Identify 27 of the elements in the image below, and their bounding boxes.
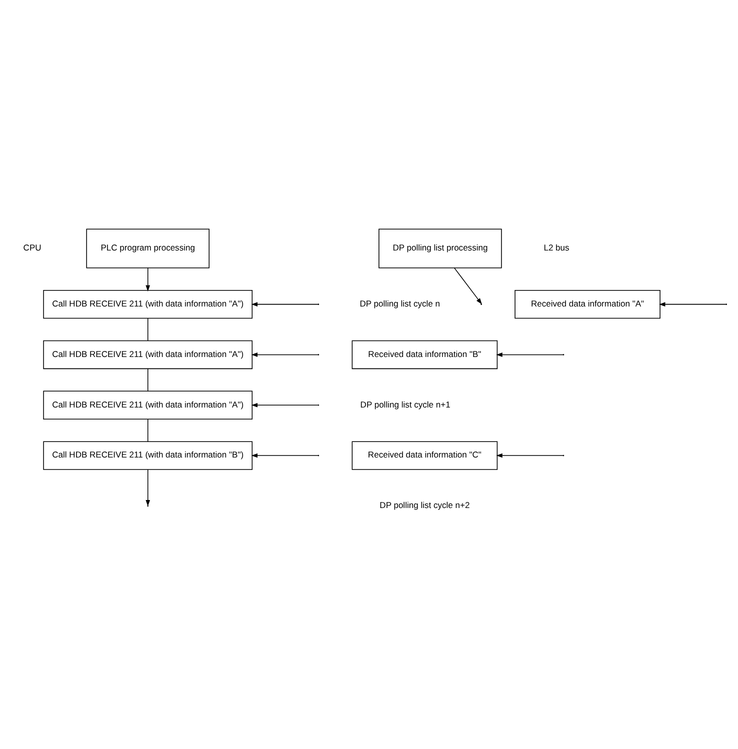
arrow	[454, 268, 482, 304]
node-box: PLC program processing	[86, 228, 210, 268]
arrow	[496, 352, 564, 357]
connector	[147, 418, 148, 442]
arrow	[251, 453, 318, 458]
label: DP polling list cycle n+1	[360, 399, 450, 410]
arrow	[146, 268, 150, 292]
label: CPU	[23, 242, 42, 253]
node-box: Call HDB RECEIVE 211 (with data information "B")	[43, 441, 253, 470]
label: DP polling list cycle n	[360, 298, 440, 308]
connector	[147, 368, 148, 392]
label: DP polling list cycle n+2	[380, 500, 470, 510]
node-box: Call HDB RECEIVE 211 (with data information "A")	[43, 290, 253, 319]
connector	[147, 318, 148, 341]
label: L2 bus	[544, 242, 570, 253]
node-box: Call HDB RECEIVE 211 (with data information "A")	[43, 340, 253, 370]
arrow	[251, 302, 318, 306]
node-box: DP polling list processing	[378, 228, 502, 268]
node-box: Received data information "B"	[352, 340, 498, 370]
node-box: Call HDB RECEIVE 211 (with data information "A")	[43, 390, 253, 420]
node-box: Received data information "A"	[514, 290, 660, 319]
arrow	[251, 402, 318, 408]
arrow	[146, 469, 150, 506]
arrow	[496, 453, 564, 458]
arrow	[659, 302, 726, 306]
arrow	[251, 352, 318, 357]
node-box: Received data information "C"	[352, 441, 498, 470]
